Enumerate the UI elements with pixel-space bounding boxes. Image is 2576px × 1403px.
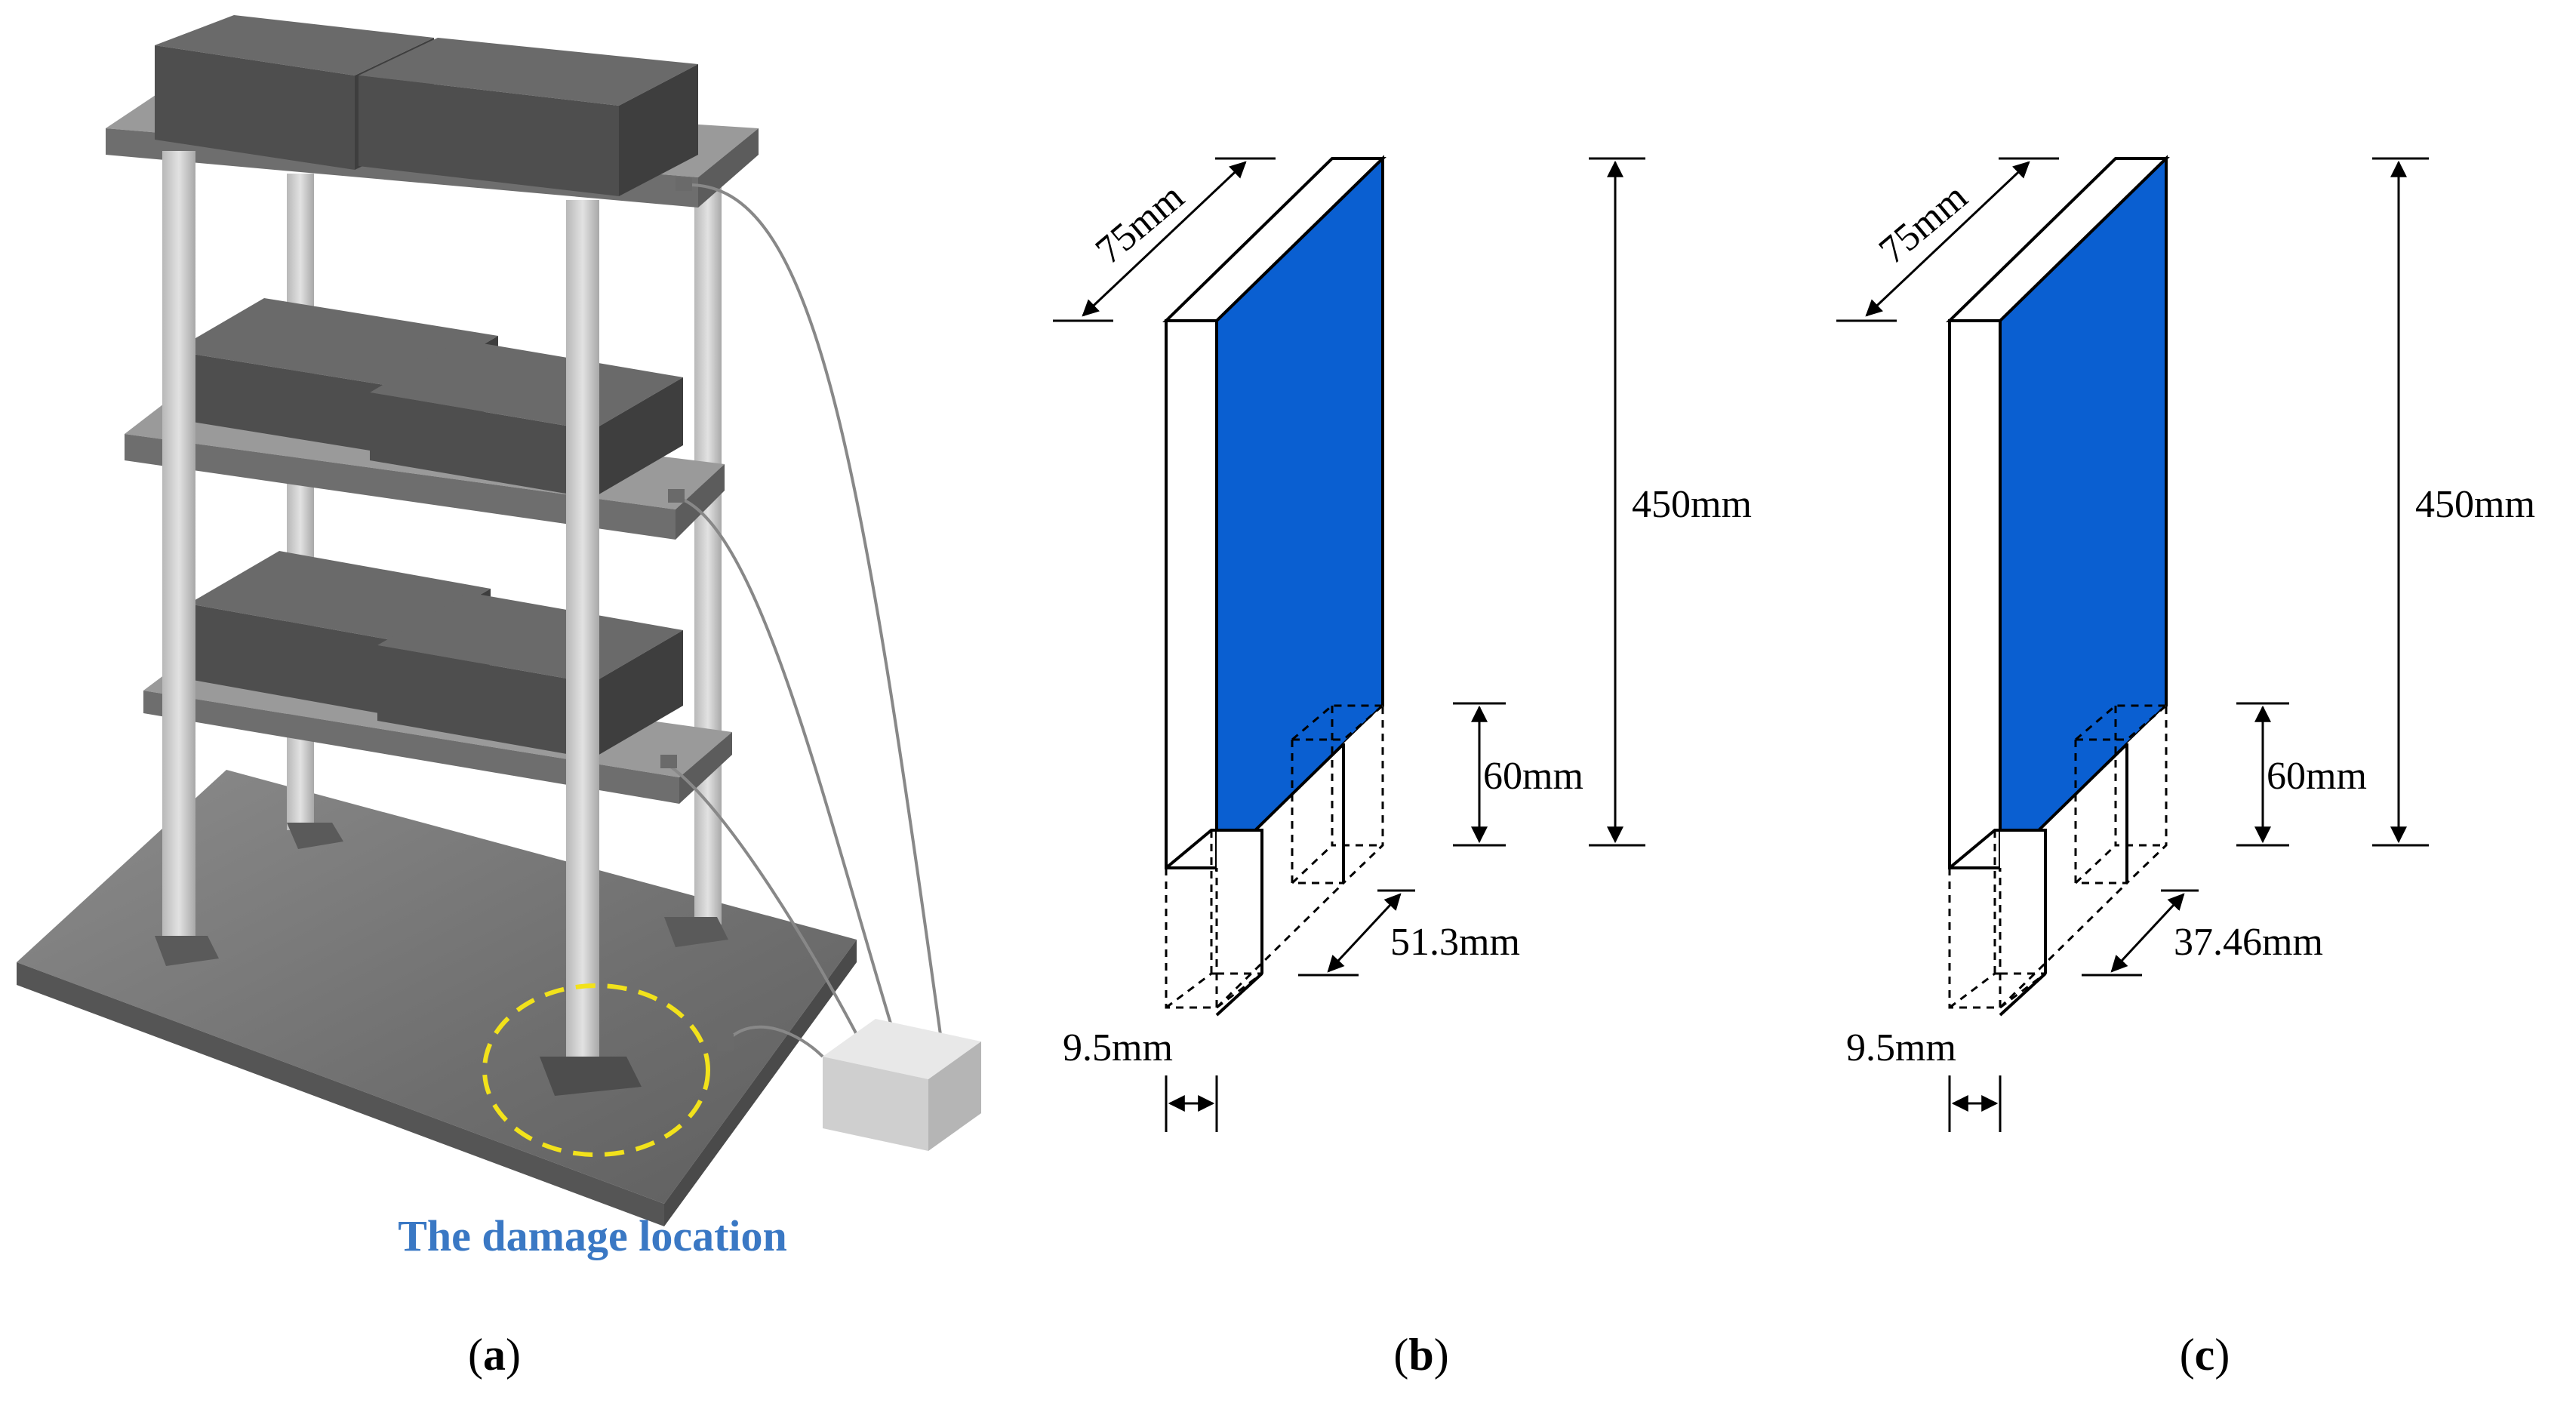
caption-c: (c) xyxy=(2180,1330,2230,1380)
notch-solid-edges xyxy=(1948,743,2128,1017)
beam-left-face xyxy=(1948,319,2002,869)
dim-37-line xyxy=(2082,889,2199,977)
dim-450-line xyxy=(1589,157,1645,847)
base-plate xyxy=(17,770,857,1226)
column-front-right xyxy=(566,200,599,1064)
notch-back-cut xyxy=(2127,706,2166,883)
dim-450-label: 450mm xyxy=(2415,483,2535,526)
column-back-right xyxy=(694,177,722,925)
dim-75-line xyxy=(1836,157,2059,322)
damage-location-circle xyxy=(482,983,710,1157)
sensor-cables xyxy=(663,183,945,1061)
damage-location-label: The damage location xyxy=(398,1211,787,1260)
dim-9-5-line xyxy=(1948,1075,2002,1132)
notch-front-cut xyxy=(1217,830,1262,974)
dim-51-line xyxy=(1298,889,1415,977)
slab-level-3 xyxy=(106,15,759,208)
caption-a: (a) xyxy=(468,1330,521,1380)
beam-left-face xyxy=(1165,319,1218,869)
dim-9-5-label: 9.5mm xyxy=(1063,1026,1173,1069)
dim-450-label: 450mm xyxy=(1632,483,1752,526)
notch-back-cut xyxy=(1343,706,1383,883)
dim-60-line xyxy=(2236,702,2289,847)
dim-9-5-label: 9.5mm xyxy=(1846,1026,1956,1069)
dim-60-label: 60mm xyxy=(1483,755,1583,798)
data-acquisition-box xyxy=(823,1019,981,1151)
dim-75-label: 75mm xyxy=(1871,175,1975,272)
dim-51-label: 51.3mm xyxy=(1390,921,1520,964)
panel-a-structure: The damage location (a) xyxy=(17,15,981,1380)
column-footings xyxy=(155,823,728,1096)
sensor-nodes xyxy=(660,177,734,1051)
dim-60-label: 60mm xyxy=(2267,755,2367,798)
dim-75-label: 75mm xyxy=(1088,175,1192,272)
notch-front-cut xyxy=(2000,830,2045,974)
caption-b: (b) xyxy=(1393,1330,1448,1380)
slab-level-2 xyxy=(125,298,725,540)
dim-60-line xyxy=(1453,702,1506,847)
panel-b-beam-diagram: 75mm 450mm 60mm 51.3mm 9.5mm (b xyxy=(1053,155,1752,1380)
dim-75-line xyxy=(1053,157,1276,322)
dim-9-5-line xyxy=(1165,1075,1218,1132)
dim-37-label: 37.46mm xyxy=(2174,921,2323,964)
dim-450-line xyxy=(2372,157,2429,847)
slab-level-1 xyxy=(143,551,732,804)
column-front-left xyxy=(162,151,195,951)
notch-solid-edges xyxy=(1165,743,1345,1017)
panel-c-beam-diagram: 75mm 450mm 60mm 37.46mm 9.5mm (c) xyxy=(1836,155,2535,1380)
